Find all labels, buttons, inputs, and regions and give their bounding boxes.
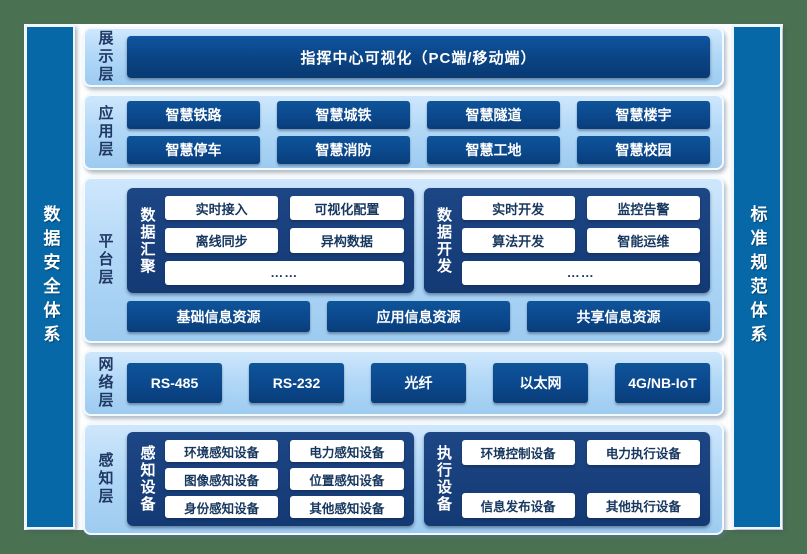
display-layer-panel: 展示层 指挥中心可视化（PC端/移动端）	[83, 27, 724, 87]
sensing-devices-grid: 环境感知设备 电力感知设备 图像感知设备 位置感知设备 身份感知设备 其他感知设…	[165, 440, 404, 518]
platform-item: 实时接入	[165, 196, 279, 221]
layers-stack: 展示层 指挥中心可视化（PC端/移动端） 应用层 智慧铁路 智慧城铁 智慧隧道 …	[83, 27, 724, 535]
application-item: 智慧城铁	[277, 100, 410, 129]
network-item: 4G/NB-IoT	[615, 363, 710, 403]
application-item: 智慧校园	[577, 135, 710, 164]
platform-item: 智能运维	[586, 228, 700, 253]
platform-item: 离线同步	[165, 228, 279, 253]
data-aggregation-grid: 实时接入 可视化配置 离线同步 异构数据 ……	[165, 196, 404, 285]
application-item: 智慧消防	[277, 135, 410, 164]
sensing-device-item: 位置感知设备	[290, 468, 404, 490]
application-layer-panel: 应用层 智慧铁路 智慧城铁 智慧隧道 智慧楼宇 智慧停车 智慧消防 智慧工地 智…	[83, 94, 724, 170]
information-resources-row: 基础信息资源 应用信息资源 共享信息资源	[127, 301, 710, 332]
platform-groups-row: 数据汇聚 实时接入 可视化配置 离线同步 异构数据 …… 数据开发 实时开发	[127, 188, 710, 293]
platform-item-more: ……	[461, 260, 700, 285]
application-item: 智慧停车	[127, 135, 260, 164]
sensing-devices-block: 感知设备 环境感知设备 电力感知设备 图像感知设备 位置感知设备 身份感知设备 …	[127, 432, 414, 526]
sensing-device-item: 电力感知设备	[290, 440, 404, 462]
execution-device-item: 信息发布设备	[461, 493, 575, 518]
network-item: RS-232	[249, 363, 344, 403]
data-security-pillar: 数据安全体系	[25, 25, 75, 529]
platform-item: 异构数据	[290, 228, 404, 253]
sensing-device-item: 其他感知设备	[290, 496, 404, 518]
application-item: 智慧工地	[427, 135, 560, 164]
data-aggregation-block: 数据汇聚 实时接入 可视化配置 离线同步 异构数据 ……	[127, 188, 414, 293]
network-layer-label: 网络层	[96, 356, 114, 410]
sensing-device-item: 身份感知设备	[165, 496, 279, 518]
platform-item: 算法开发	[461, 228, 575, 253]
resource-item: 共享信息资源	[527, 301, 710, 332]
data-development-block: 数据开发 实时开发 监控告警 算法开发 智能运维 ……	[423, 188, 710, 293]
application-item: 智慧铁路	[127, 100, 260, 129]
application-items-grid: 智慧铁路 智慧城铁 智慧隧道 智慧楼宇 智慧停车 智慧消防 智慧工地 智慧校园	[127, 100, 710, 164]
platform-layer-label: 平台层	[96, 233, 114, 287]
execution-device-item: 环境控制设备	[461, 440, 575, 465]
network-item: RS-485	[127, 363, 222, 403]
application-layer-label: 应用层	[96, 105, 114, 159]
command-center-visualization-bar: 指挥中心可视化（PC端/移动端）	[127, 36, 710, 78]
application-item: 智慧隧道	[427, 100, 560, 129]
platform-layer-panel: 平台层 数据汇聚 实时接入 可视化配置 离线同步 异构数据 ……	[83, 177, 724, 343]
platform-item: 监控告警	[586, 196, 700, 221]
data-development-grid: 实时开发 监控告警 算法开发 智能运维 ……	[461, 196, 700, 285]
network-layer-panel: 网络层 RS-485 RS-232 光纤 以太网 4G/NB-IoT	[83, 350, 724, 416]
network-item: 光纤	[371, 363, 466, 403]
execution-devices-block: 执行设备 环境控制设备 电力执行设备 信息发布设备 其他执行设备	[423, 432, 710, 526]
execution-devices-title: 执行设备	[435, 445, 452, 513]
platform-content: 数据汇聚 实时接入 可视化配置 离线同步 异构数据 …… 数据开发 实时开发	[127, 188, 710, 332]
application-item: 智慧楼宇	[577, 100, 710, 129]
perception-groups-row: 感知设备 环境感知设备 电力感知设备 图像感知设备 位置感知设备 身份感知设备 …	[127, 432, 710, 526]
platform-item-more: ……	[165, 260, 404, 285]
perception-layer-panel: 感知层 感知设备 环境感知设备 电力感知设备 图像感知设备 位置感知设备 身份感…	[83, 423, 724, 535]
display-layer-label: 展示层	[96, 30, 114, 84]
platform-item: 可视化配置	[290, 196, 404, 221]
perception-layer-label: 感知层	[96, 452, 114, 506]
execution-device-item: 电力执行设备	[586, 440, 700, 465]
sensing-device-item: 环境感知设备	[165, 440, 279, 462]
diagram-canvas: 数据安全体系 标准规范体系 展示层 指挥中心可视化（PC端/移动端） 应用层 智…	[24, 24, 783, 535]
execution-device-item: 其他执行设备	[586, 493, 700, 518]
network-items-grid: RS-485 RS-232 光纤 以太网 4G/NB-IoT	[127, 363, 710, 403]
execution-devices-grid: 环境控制设备 电力执行设备 信息发布设备 其他执行设备	[461, 440, 700, 518]
data-aggregation-title: 数据汇聚	[138, 206, 156, 275]
sensing-devices-title: 感知设备	[138, 445, 156, 513]
network-item: 以太网	[493, 363, 588, 403]
resource-item: 应用信息资源	[327, 301, 510, 332]
resource-item: 基础信息资源	[127, 301, 310, 332]
platform-item: 实时开发	[461, 196, 575, 221]
standards-pillar-label: 标准规范体系	[747, 205, 767, 349]
sensing-device-item: 图像感知设备	[165, 468, 279, 490]
data-development-title: 数据开发	[435, 206, 452, 275]
standards-pillar: 标准规范体系	[732, 25, 782, 529]
data-security-pillar-label: 数据安全体系	[40, 205, 60, 349]
